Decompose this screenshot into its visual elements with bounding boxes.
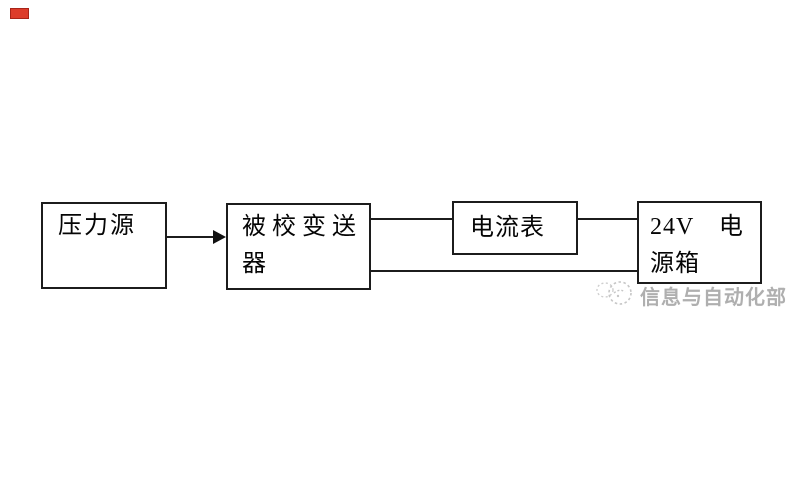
node-transmitter-under-calibration: 被校变送器 bbox=[226, 203, 371, 290]
wire-transmitter-to-ammeter bbox=[370, 218, 452, 220]
power-box-label-line1: 24V 电 bbox=[650, 214, 744, 240]
wire-ammeter-to-power-box bbox=[578, 218, 637, 220]
wire-transmitter-to-power-box bbox=[370, 270, 637, 272]
watermark-text: 信息与自动化部 bbox=[640, 287, 787, 309]
power-box-label-line2: 源箱 bbox=[650, 251, 700, 277]
arrow-pressure-to-transmitter bbox=[167, 236, 214, 238]
node-power-box: 24V 电 源箱 bbox=[637, 201, 762, 284]
watermark: 信息与自动化部 bbox=[592, 278, 787, 310]
node-pressure-source: 压力源 bbox=[41, 202, 167, 289]
watermark-logo-icon bbox=[596, 281, 632, 305]
red-corner-marker bbox=[10, 8, 29, 19]
arrowhead-icon bbox=[213, 230, 226, 244]
node-ammeter: 电流表 bbox=[452, 201, 578, 255]
